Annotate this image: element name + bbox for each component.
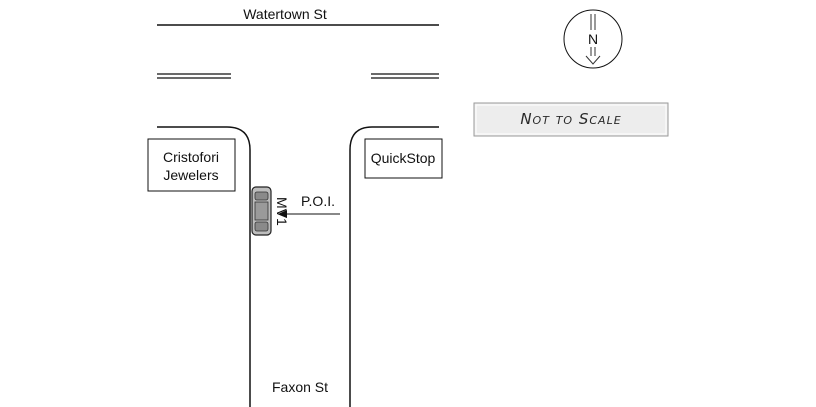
north-compass — [563, 9, 623, 69]
poi-label: P.O.I. — [301, 193, 335, 209]
faxon-st-east-curb — [349, 126, 439, 407]
not-to-scale-label: Not to Scale — [520, 110, 621, 128]
watertown-st-center-line-right — [371, 73, 439, 79]
faxon-st-west-curb — [157, 126, 251, 407]
cristofori-jewelers-label-line1: Cristofori — [163, 149, 219, 165]
mv1-vehicle — [251, 186, 272, 236]
quickstop-label: QuickStop — [371, 150, 436, 166]
compass-north-letter: N — [588, 31, 598, 47]
cristofori-jewelers-label-line2: Jewelers — [163, 167, 218, 183]
mv1-label: MV1 — [274, 197, 290, 226]
watertown-st-center-line-left — [157, 73, 231, 79]
cristofori-jewelers-building — [147, 138, 236, 192]
quickstop-building — [364, 138, 443, 179]
not-to-scale-badge — [473, 102, 669, 137]
poi-arrow — [278, 210, 340, 218]
faxon-st-label: Faxon St — [272, 379, 328, 395]
watertown-st-label: Watertown St — [243, 6, 327, 22]
